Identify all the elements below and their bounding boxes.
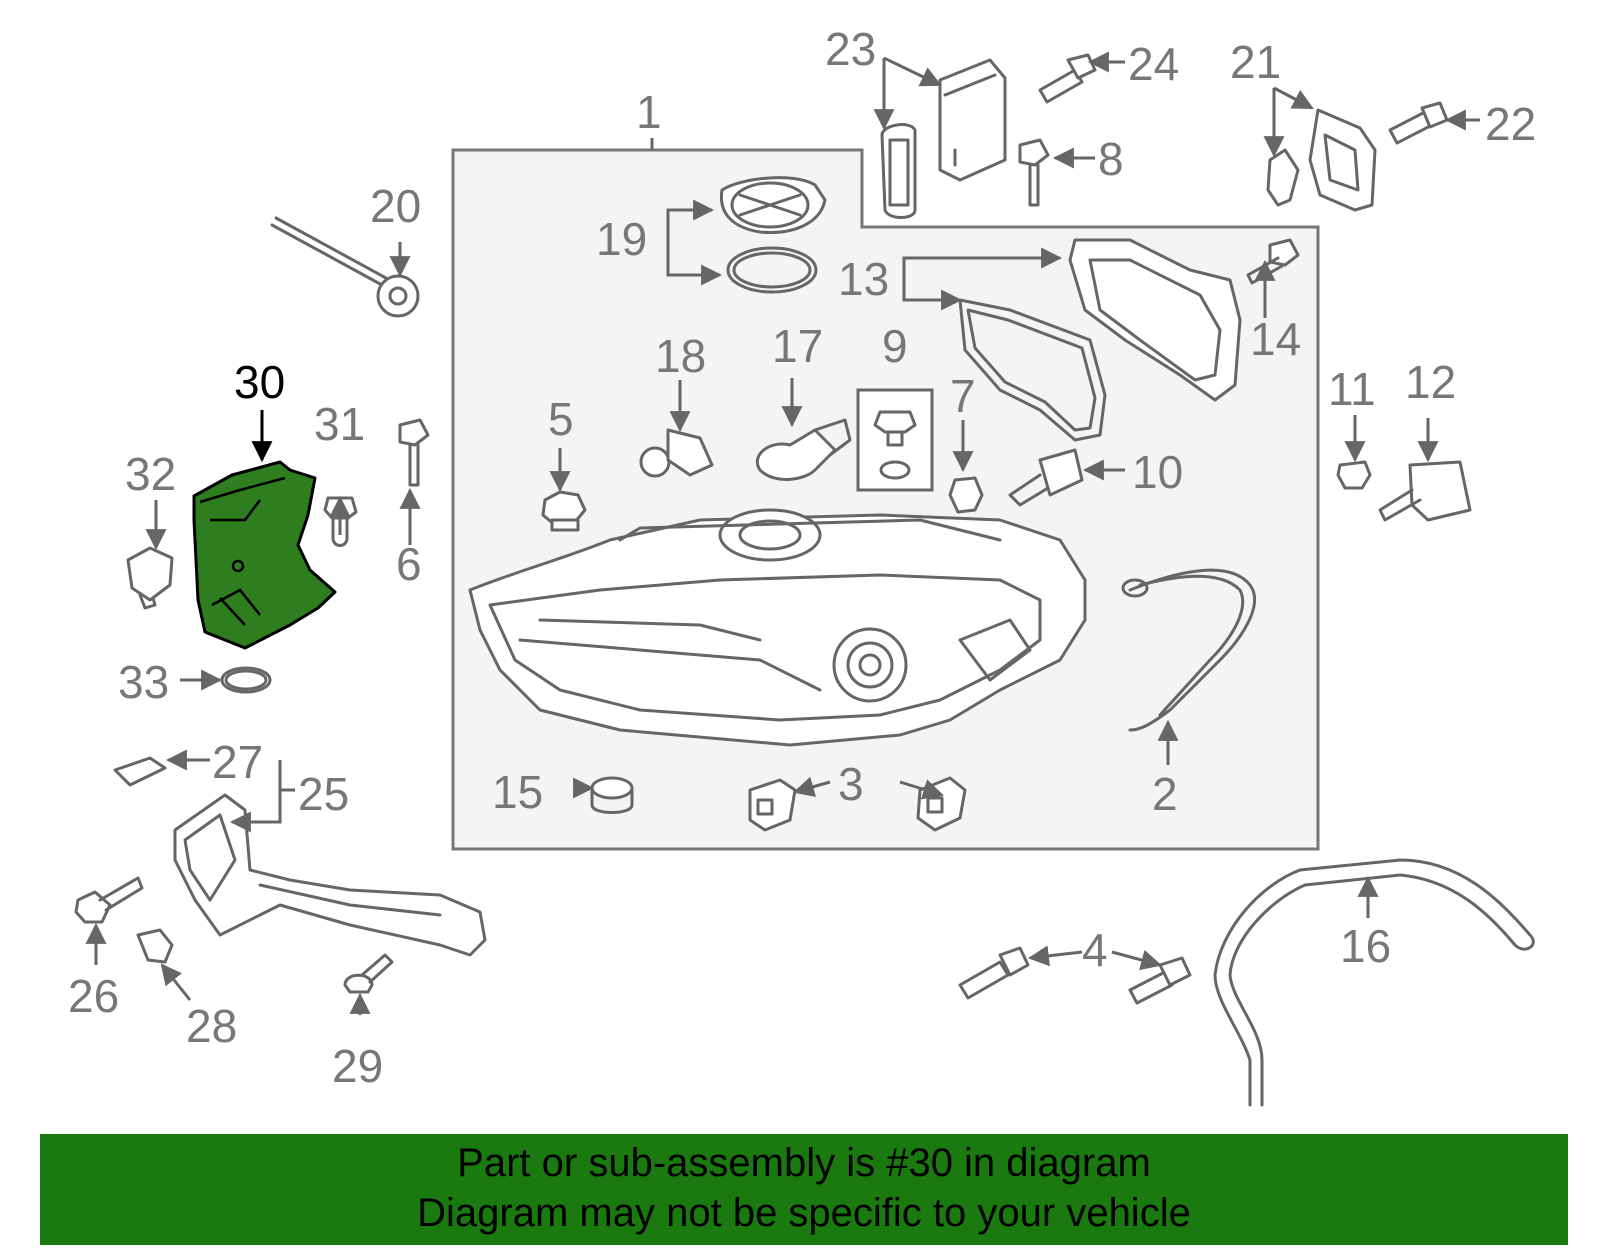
caption-line-1: Part or sub-assembly is #30 in diagram: [457, 1141, 1151, 1185]
nut-part-5[interactable]: [541, 490, 587, 532]
callout-33: 33: [118, 656, 169, 708]
callout-31: 31: [314, 398, 365, 450]
wire-harness-part-2[interactable]: [1121, 568, 1257, 732]
headlamp-assembly[interactable]: [468, 508, 1087, 747]
callout-32: 32: [125, 448, 176, 500]
callout-2: 2: [1152, 768, 1178, 820]
callout-labels: 1 2 3 4 5 6 7 8 9 10 11 12 13 14 15 16 1…: [68, 23, 1536, 1092]
callout-21: 21: [1230, 36, 1281, 88]
callout-22: 22: [1485, 98, 1536, 150]
leader-lines: [85, 51, 1480, 1015]
caption-line-2: Diagram may not be specific to your vehi…: [417, 1191, 1191, 1235]
o-ring-part-33[interactable]: [220, 666, 272, 694]
bracket-part-25[interactable]: [173, 793, 487, 957]
adjuster-part-20[interactable]: [270, 216, 420, 318]
bolt-part-26[interactable]: [74, 876, 144, 924]
callout-20: 20: [370, 180, 421, 232]
callout-16: 16: [1340, 920, 1391, 972]
cover-part-19[interactable]: [719, 176, 827, 294]
bolt-part-4[interactable]: [958, 946, 1192, 1005]
connector-part-7[interactable]: [948, 476, 984, 514]
control-module-part-23[interactable]: [880, 58, 1007, 219]
screw-part-22[interactable]: [1388, 101, 1449, 145]
callout-30: 30: [234, 356, 285, 408]
housing-cover-part-13[interactable]: [958, 238, 1242, 442]
callout-7: 7: [950, 370, 976, 422]
callout-26: 26: [68, 970, 119, 1022]
clip-part-32[interactable]: [126, 546, 174, 610]
callout-13: 13: [838, 253, 889, 305]
callout-1: 1: [636, 86, 662, 138]
callout-19: 19: [596, 213, 647, 265]
callout-11: 11: [1328, 363, 1376, 415]
callout-14: 14: [1250, 313, 1301, 365]
callout-25: 25: [298, 768, 349, 820]
callout-18: 18: [655, 330, 706, 382]
callout-9: 9: [882, 320, 908, 372]
callout-15: 15: [492, 766, 543, 818]
callout-3: 3: [838, 758, 864, 810]
socket-part-12[interactable]: [1378, 460, 1472, 522]
callout-23: 23: [825, 23, 876, 75]
cover-part-21[interactable]: [1266, 108, 1377, 212]
callout-17: 17: [772, 320, 823, 372]
clip-part-28[interactable]: [136, 928, 174, 964]
callout-27: 27: [212, 736, 263, 788]
screw-part-24[interactable]: [1038, 53, 1097, 104]
screw-part-6[interactable]: [398, 418, 430, 487]
callout-5: 5: [548, 393, 574, 445]
sensor-part-10[interactable]: [1008, 448, 1084, 507]
callout-28: 28: [186, 1000, 237, 1052]
valve-part-9[interactable]: [856, 388, 934, 492]
bulb-part-17[interactable]: [756, 418, 852, 481]
callout-29: 29: [332, 1040, 383, 1092]
callout-24: 24: [1128, 38, 1179, 90]
hose-part-16[interactable]: [1213, 858, 1535, 1107]
clip-part-11[interactable]: [1336, 460, 1372, 490]
screw-part-29[interactable]: [343, 953, 394, 994]
callout-8: 8: [1098, 133, 1124, 185]
highlighted-part-30[interactable]: [192, 460, 337, 650]
callout-12: 12: [1405, 356, 1456, 408]
callout-6: 6: [396, 538, 422, 590]
callout-10: 10: [1132, 446, 1183, 498]
caption-banner: Part or sub-assembly is #30 in diagram D…: [40, 1134, 1568, 1245]
clip-part-27[interactable]: [113, 756, 167, 787]
callout-4: 4: [1082, 924, 1108, 976]
bulb-part-18[interactable]: [639, 428, 714, 478]
bolt-part-8[interactable]: [1018, 138, 1050, 207]
